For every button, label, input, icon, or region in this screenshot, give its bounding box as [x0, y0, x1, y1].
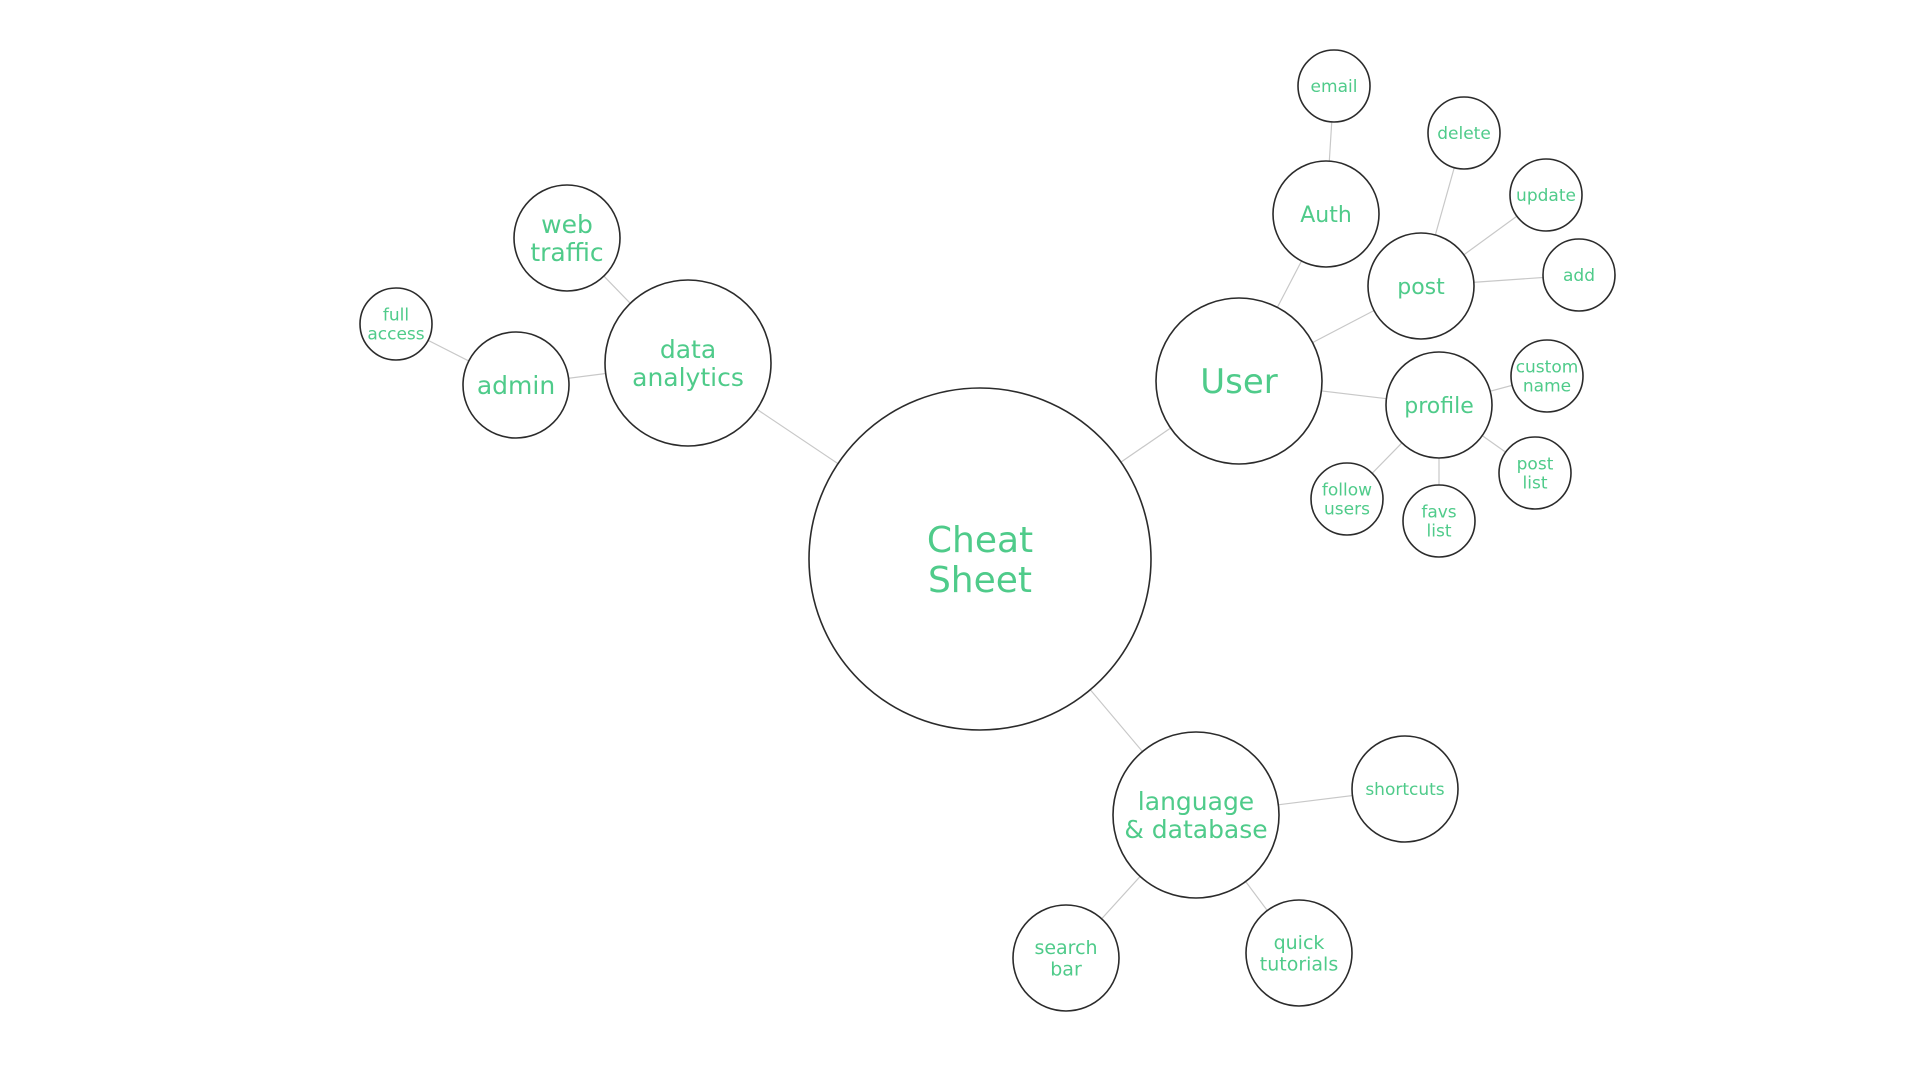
node-label-cheat-sheet-line-1: Cheat	[927, 520, 1033, 561]
node-language-database: language& database	[1112, 731, 1280, 899]
node-label-user-line-1: User	[1200, 362, 1278, 402]
node-label-shortcuts-line-1: shortcuts	[1365, 780, 1444, 800]
node-label-language-database-line-2: & database	[1124, 815, 1267, 844]
node-label-custom-name-line-1: custom	[1516, 358, 1579, 378]
node-label-post-list-line-2: list	[1523, 474, 1548, 494]
node-label-favs-list-line-1: favs	[1421, 503, 1456, 523]
node-user: User	[1155, 297, 1323, 465]
node-circle-web-traffic	[513, 184, 621, 292]
node-circle-cheat-sheet	[808, 387, 1152, 731]
node-circle-favs-list	[1402, 484, 1476, 558]
node-label-update-line-1: update	[1516, 186, 1576, 206]
node-label-cheat-sheet-line-2: Sheet	[928, 560, 1032, 601]
node-label-admin-line-1: admin	[477, 371, 555, 400]
node-circle-full-access	[359, 287, 433, 361]
node-label-delete-line-1: delete	[1437, 124, 1491, 144]
node-circle-update	[1509, 158, 1583, 232]
node-update: update	[1509, 158, 1583, 232]
node-circle-shortcuts	[1351, 735, 1459, 843]
node-label-post-line-1: post	[1397, 275, 1445, 300]
node-label-search-bar-line-2: bar	[1050, 958, 1082, 980]
node-admin: admin	[462, 331, 570, 439]
node-circle-profile	[1385, 351, 1493, 459]
node-circle-user	[1155, 297, 1323, 465]
node-circle-data-analytics	[604, 279, 772, 447]
node-label-data-analytics-line-1: data	[660, 335, 716, 364]
node-email: email	[1297, 49, 1371, 123]
node-circle-admin	[462, 331, 570, 439]
node-label-profile-line-1: profile	[1404, 394, 1474, 419]
node-label-post-list-line-1: post	[1517, 455, 1554, 475]
node-circle-auth	[1272, 160, 1380, 268]
node-label-web-traffic-line-1: web	[541, 210, 593, 239]
node-label-search-bar-line-1: search	[1034, 937, 1097, 959]
node-label-follow-users-line-1: follow	[1322, 481, 1372, 501]
node-shortcuts: shortcuts	[1351, 735, 1459, 843]
node-circle-quick-tutorials	[1245, 899, 1353, 1007]
node-label-full-access-line-1: full	[383, 306, 409, 326]
node-label-auth-line-1: Auth	[1300, 203, 1352, 228]
node-label-full-access-line-2: access	[367, 325, 424, 345]
node-auth: Auth	[1272, 160, 1380, 268]
node-circle-follow-users	[1310, 462, 1384, 536]
node-circle-post-list	[1498, 436, 1572, 510]
node-circle-search-bar	[1012, 904, 1120, 1012]
node-label-data-analytics-line-2: analytics	[632, 363, 744, 392]
node-label-web-traffic-line-2: traffic	[530, 238, 603, 267]
node-profile: profile	[1385, 351, 1493, 459]
node-add: add	[1542, 238, 1616, 312]
node-circle-add	[1542, 238, 1616, 312]
node-circle-language-database	[1112, 731, 1280, 899]
node-label-favs-list-line-2: list	[1427, 522, 1452, 542]
node-circle-email	[1297, 49, 1371, 123]
node-label-quick-tutorials-line-1: quick	[1274, 932, 1325, 954]
node-circle-post	[1367, 232, 1475, 340]
node-circle-delete	[1427, 96, 1501, 170]
node-label-custom-name-line-2: name	[1523, 377, 1571, 397]
node-label-quick-tutorials-line-2: tutorials	[1260, 953, 1338, 975]
node-post: post	[1367, 232, 1475, 340]
node-label-follow-users-line-2: users	[1324, 500, 1370, 520]
node-label-email-line-1: email	[1311, 77, 1358, 97]
node-circle-custom-name	[1510, 339, 1584, 413]
node-label-add-line-1: add	[1563, 266, 1595, 286]
node-delete: delete	[1427, 96, 1501, 170]
nodes-layer: CheatSheetdataanalyticswebtrafficadminfu…	[359, 49, 1616, 1012]
node-label-language-database-line-1: language	[1138, 787, 1254, 816]
